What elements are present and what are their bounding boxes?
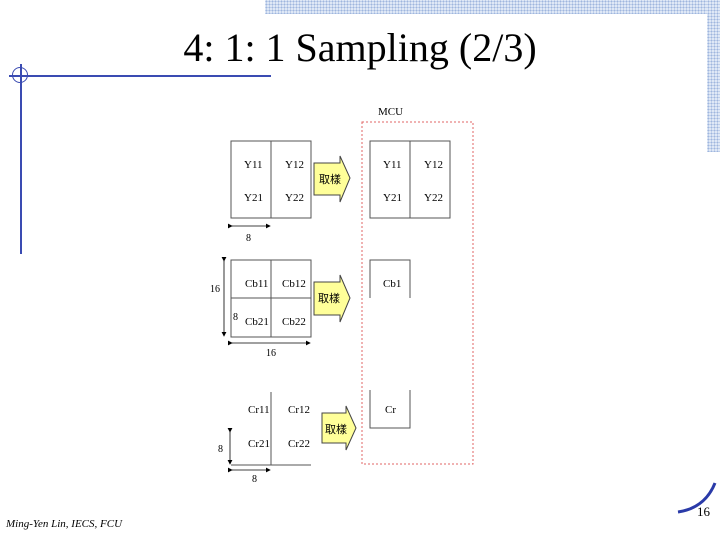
cb-height-label: 16 (210, 284, 220, 295)
cr-height-label: 8 (218, 444, 223, 455)
cr21-label: Cr21 (248, 438, 270, 450)
mcu-cr-label: Cr (385, 404, 396, 416)
y-block: Y11 Y12 Y21 Y22 8 (228, 140, 312, 244)
page-number: 16 (697, 504, 710, 519)
mcu-y-block: Y11 Y12 Y21 Y22 (369, 140, 451, 219)
cr-width-label: 8 (252, 474, 257, 485)
cb-block: Cb11 Cb12 Cb21 Cb22 16 8 16 (210, 257, 312, 359)
cr12-label: Cr12 (288, 404, 310, 416)
cb12-label: Cb12 (282, 278, 306, 290)
mcu-y21-label: Y21 (383, 192, 402, 204)
mcu-cb-block: Cb1 (369, 259, 411, 298)
left-vertical-line (20, 64, 22, 254)
cb-inner-label: 8 (233, 312, 238, 323)
sampling-arrow-3: 取樣 (321, 405, 357, 451)
y11-label: Y11 (244, 159, 263, 171)
mcu-y11-label: Y11 (383, 159, 402, 171)
cb11-label: Cb11 (245, 278, 268, 290)
top-pattern-band (265, 0, 720, 14)
cr11-label: Cr11 (248, 404, 270, 416)
cb22-label: Cb22 (282, 316, 306, 328)
arrow-2-label: 取樣 (318, 291, 340, 305)
mcu-cr-block: Cr (369, 390, 411, 429)
cr22-label: Cr22 (288, 438, 310, 450)
arrow-3-label: 取樣 (325, 422, 347, 436)
right-pattern-band (707, 0, 720, 152)
slide-title: 4: 1: 1 Sampling (2/3) (183, 25, 537, 70)
title-underline (9, 75, 271, 77)
cb21-label: Cb21 (245, 316, 269, 328)
mcu-cb-label: Cb1 (383, 278, 401, 290)
sampling-arrow-2: 取樣 (313, 274, 351, 323)
crosshair-circle-icon (12, 67, 28, 83)
y22-label: Y22 (285, 192, 304, 204)
y12-label: Y12 (285, 159, 304, 171)
mcu-label: MCU (378, 106, 403, 118)
cb-width-label: 16 (266, 348, 276, 359)
cr-block: Cr11 Cr12 Cr21 Cr22 8 8 (218, 392, 311, 485)
footer-text: Ming-Yen Lin, IECS, FCU (6, 518, 123, 530)
mcu-y12-label: Y12 (424, 159, 443, 171)
mcu-container (361, 121, 474, 465)
sampling-arrow-1: 取樣 (313, 155, 351, 203)
mcu-y22-label: Y22 (424, 192, 443, 204)
y-dim-label: 8 (246, 233, 251, 244)
y21-label: Y21 (244, 192, 263, 204)
arrow-1-label: 取樣 (319, 172, 341, 186)
